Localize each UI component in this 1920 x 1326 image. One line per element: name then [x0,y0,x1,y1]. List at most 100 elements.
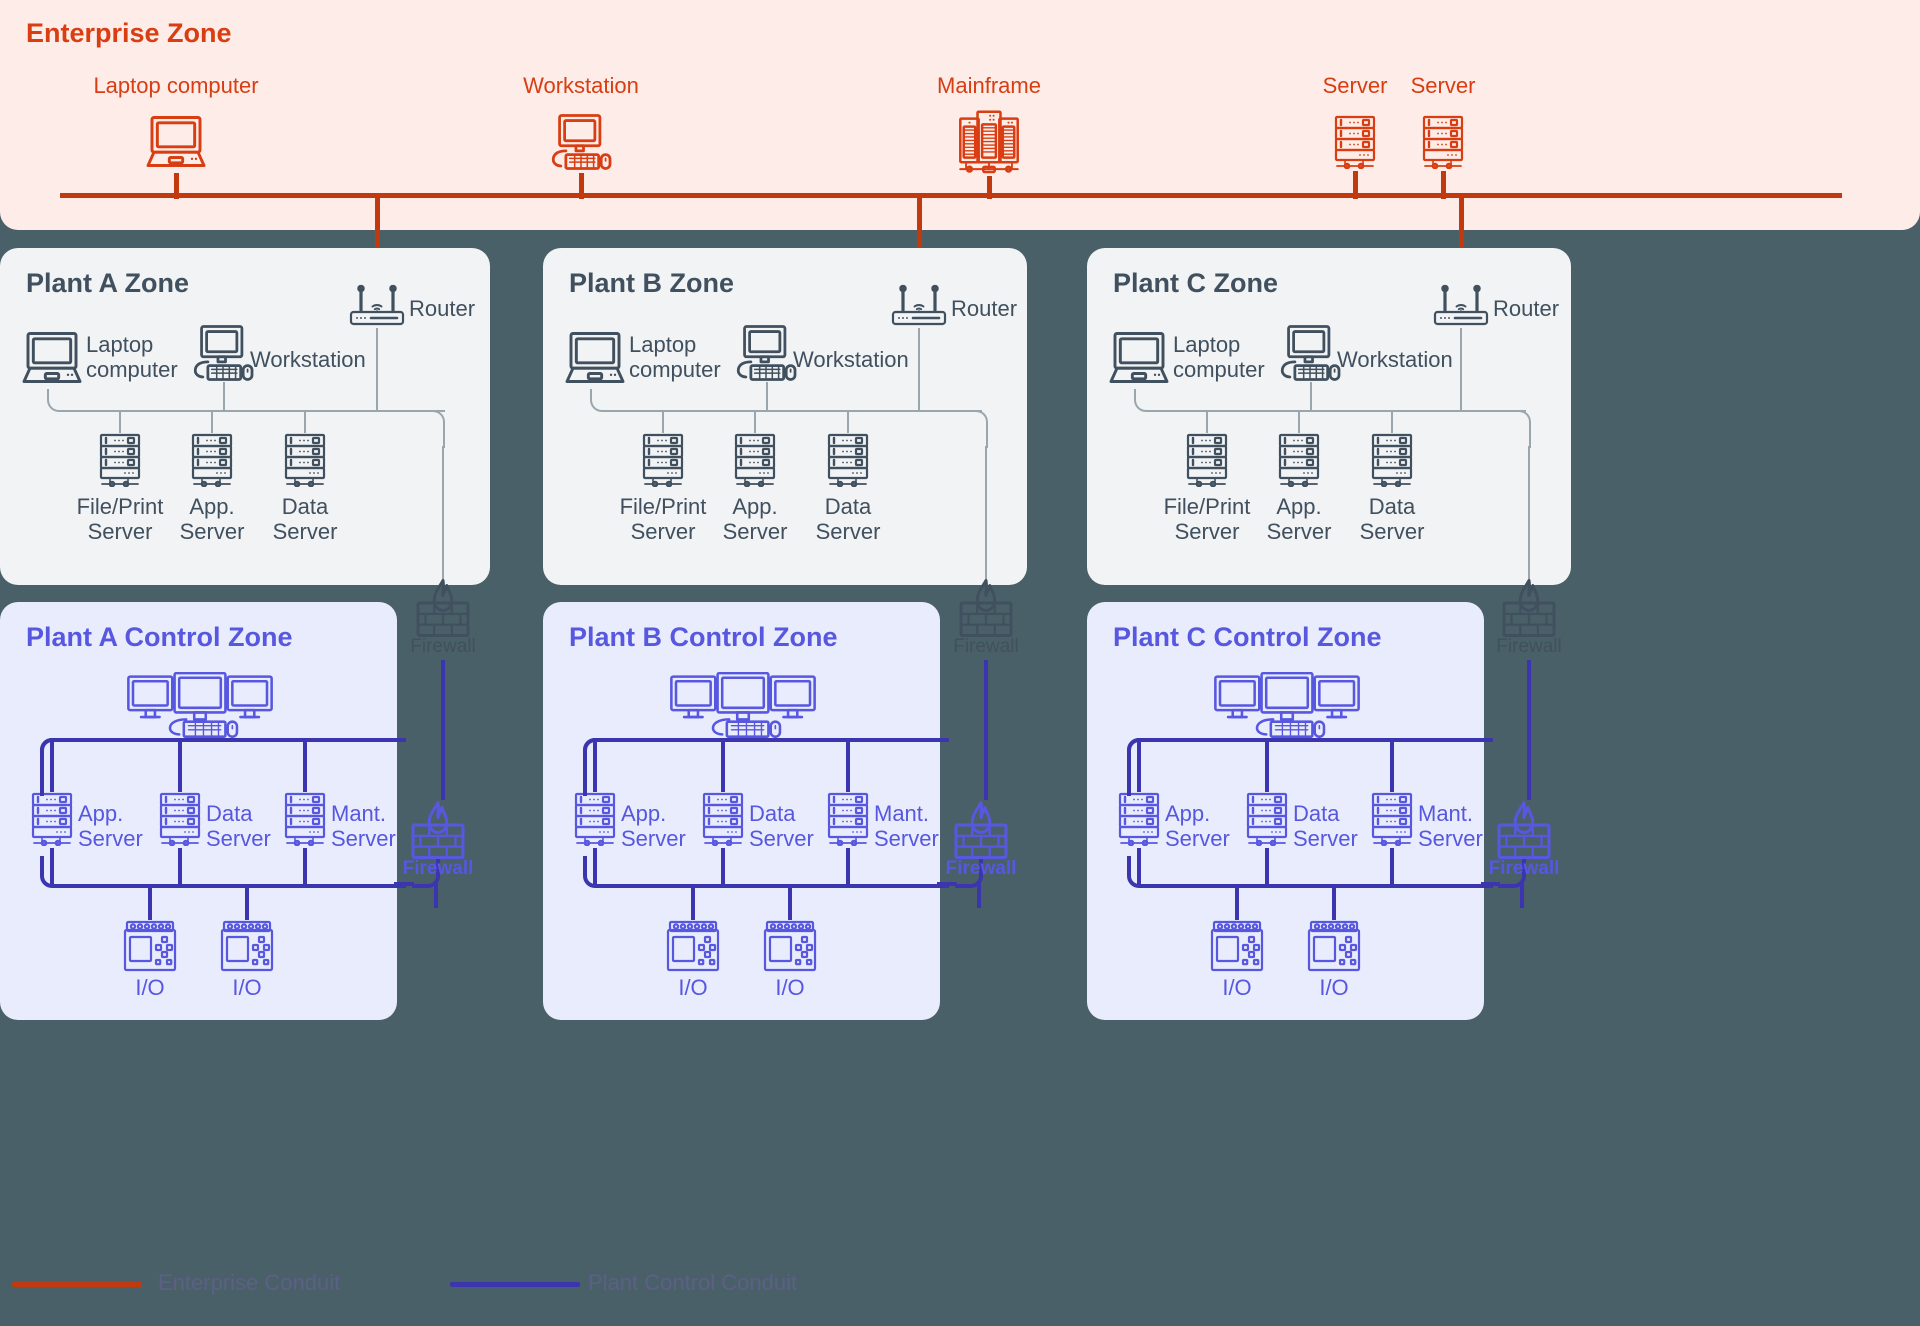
control-server-icon-2-2 [1370,792,1414,846]
plant-firewall-label-2: Firewall [1496,636,1562,657]
control-firewall-run-0 [394,882,414,887]
plant-router-drop-2 [1460,328,1463,410]
enterprise-node-label-1: Workstation [523,73,639,98]
plant-server-drop-2-1 [1298,410,1301,433]
enterprise-server-icon-3 [1333,115,1377,169]
plant-laptop-elbow-2 [1134,389,1150,412]
control-server-drop-2-1 [1265,738,1270,792]
control-firewall-elbow-2 [1498,858,1526,888]
plant-laptop-label-0: Laptop computer [86,332,178,382]
plant-server-drop-0-0 [119,410,122,433]
plant-laptop-icon-2 [1107,328,1171,387]
control-firewall-elbow-0 [412,858,440,888]
enterprise-drop-0 [174,173,179,199]
control-server-label-1-2: Mant. Server [874,801,939,851]
control-server-drop-0-1 [178,738,183,792]
plant-firewall-elbow-0 [433,410,445,448]
control-io-drop-2-1 [1332,884,1337,920]
plant-workstation-icon-2 [1277,324,1343,382]
control-upper-bus-0 [52,738,406,743]
enterprise-zone-panel [0,0,1920,230]
control-zone-title-2: Plant C Control Zone [1113,622,1382,652]
enterprise-drop-3 [1353,171,1358,199]
plant-firewall-icon-2 [1499,578,1559,638]
plant-laptop-icon-1 [563,328,627,387]
plant-server-drop-2-2 [1391,410,1394,433]
control-server-label-0-2: Mant. Server [331,801,396,851]
control-server-downlink-0-2 [303,848,308,884]
plant-workstation-drop-2 [1310,382,1313,410]
control-firewall-icon-2 [1494,800,1554,860]
control-server-downlink-0-1 [178,848,183,884]
legend-line-0 [12,1282,142,1287]
enterprise-laptop-icon-0 [144,112,208,171]
control-server-label-2-2: Mant. Server [1418,801,1483,851]
control-hmi-icon-0 [126,672,274,739]
control-server0-elbow-0 [40,738,58,796]
plant-router-icon-0 [347,284,407,326]
plant-zone-title-0: Plant A Zone [26,268,190,298]
plant-workstation-icon-0 [190,324,256,382]
plant-server-icon-1-2 [826,433,870,487]
plant-firewall-elbow-2 [1514,410,1531,448]
control-server-label-1-0: App. Server [621,801,686,851]
control-hmi-icon-1 [669,672,817,739]
control-io-label-0-0: I/O [135,975,165,1000]
plant-laptop-label-2: Laptop computer [1173,332,1265,382]
control-io-label-0-1: I/O [232,975,262,1000]
plant-server-drop-0-2 [304,410,307,433]
plant-zone-title-2: Plant C Zone [1113,268,1279,298]
control-server-downlink-2-2 [1390,848,1395,884]
plant-router-label-2: Router [1493,296,1560,321]
plant-workstation-icon-1 [733,324,799,382]
plant-workstation-drop-1 [766,382,769,410]
control-server-icon-1-0 [573,792,617,846]
control-firewall-stub-2 [1520,882,1525,908]
plant-server-icon-1-0 [641,433,685,487]
control-io-drop-0-0 [148,884,153,920]
control-io-label-2-0: I/O [1222,975,1252,1000]
enterprise-workstation-icon-1 [548,113,614,171]
enterprise-zone-title: Enterprise Zone [26,18,232,48]
plant-server-drop-2-0 [1206,410,1209,433]
control-server-icon-0-1 [158,792,202,846]
plant-server-icon-0-2 [283,433,327,487]
plant-workstation-label-1: Workstation [793,347,909,372]
control-server-downlink-1-1 [721,848,726,884]
control-firewall-icon-1 [951,800,1011,860]
control-io-drop-0-1 [245,884,250,920]
control-server-label-0-0: App. Server [78,801,143,851]
control-server-drop-0-2 [303,738,308,792]
control-server-downlink-1-2 [846,848,851,884]
control-server-drop-2-2 [1390,738,1395,792]
control-lower-bus-1 [595,884,949,889]
plant-zone-panel-1 [543,248,1027,585]
plant-firewall-icon-0 [413,578,473,638]
plant-server-label-2-0: File/Print Server [1163,494,1251,544]
plant-laptop-elbow-0 [47,389,63,412]
plant-laptop-label-1: Laptop computer [629,332,721,382]
plant-server-drop-0-1 [211,410,214,433]
control-firewall-stub-1 [977,882,982,908]
control-io-drop-1-1 [788,884,793,920]
plant-zone-panel-0 [0,248,490,585]
plant-server-label-1-1: App. Server [722,494,788,544]
plant-internal-bus-2 [1146,410,1526,413]
control-server-icon-2-0 [1117,792,1161,846]
control-lower-bus-elbow-2 [1127,856,1145,888]
control-lower-bus-elbow-1 [583,856,601,888]
control-firewall-label-0: Firewall [402,858,474,879]
enterprise-mainframe-icon-2 [958,108,1020,174]
control-server-icon-2-1 [1245,792,1289,846]
plant-server-label-0-1: App. Server [179,494,245,544]
control-io-icon-1-1 [763,920,817,972]
control-server-drop-1-1 [721,738,726,792]
plant-server-label-0-0: File/Print Server [76,494,164,544]
control-firewall-run-1 [937,882,957,887]
control-io-label-1-1: I/O [775,975,805,1000]
enterprise-conduit-bus [60,193,1842,198]
plant-server-label-2-2: Data Server [1359,494,1425,544]
plant-router-drop-1 [918,328,921,410]
enterprise-riser-plant-0 [375,193,380,286]
legend-label-1: Plant Control Conduit [588,1270,798,1295]
